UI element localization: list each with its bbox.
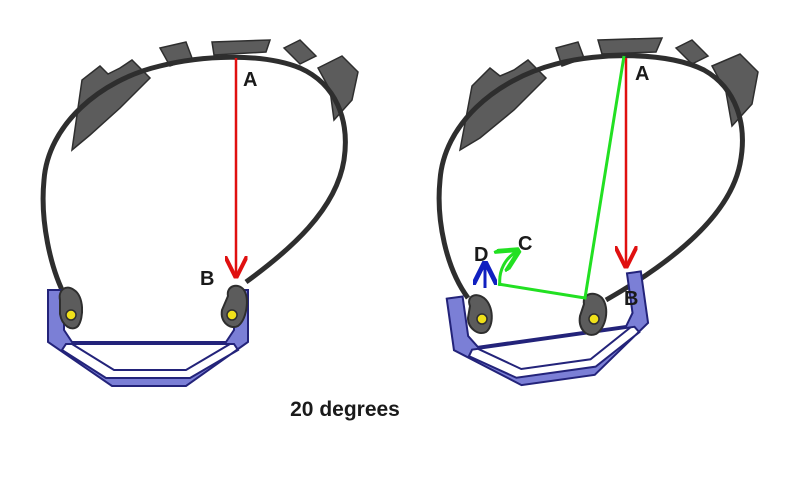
right-label-a: A bbox=[635, 63, 649, 85]
left-tread-blocks bbox=[70, 39, 359, 152]
right-tire-casing bbox=[436, 53, 745, 303]
rotation-arrow-c bbox=[500, 252, 516, 287]
left-tire-panel: A B bbox=[40, 39, 359, 387]
right-label-c: C bbox=[518, 233, 532, 255]
lever-lines bbox=[497, 55, 626, 300]
right-label-b: B bbox=[624, 288, 638, 310]
caption: 20 degrees bbox=[290, 398, 400, 421]
right-tire-panel: A B C D bbox=[436, 37, 759, 387]
left-label-b: B bbox=[200, 268, 214, 290]
right-bead-right bbox=[578, 292, 608, 336]
left-bead-left bbox=[58, 286, 84, 330]
left-label-a: A bbox=[243, 69, 257, 91]
right-label-d: D bbox=[474, 244, 488, 266]
right-tread-blocks bbox=[458, 37, 759, 152]
right-rim bbox=[445, 270, 650, 387]
left-tire-casing bbox=[40, 54, 348, 300]
left-bead-right bbox=[220, 284, 248, 328]
right-bead-left bbox=[466, 294, 493, 334]
